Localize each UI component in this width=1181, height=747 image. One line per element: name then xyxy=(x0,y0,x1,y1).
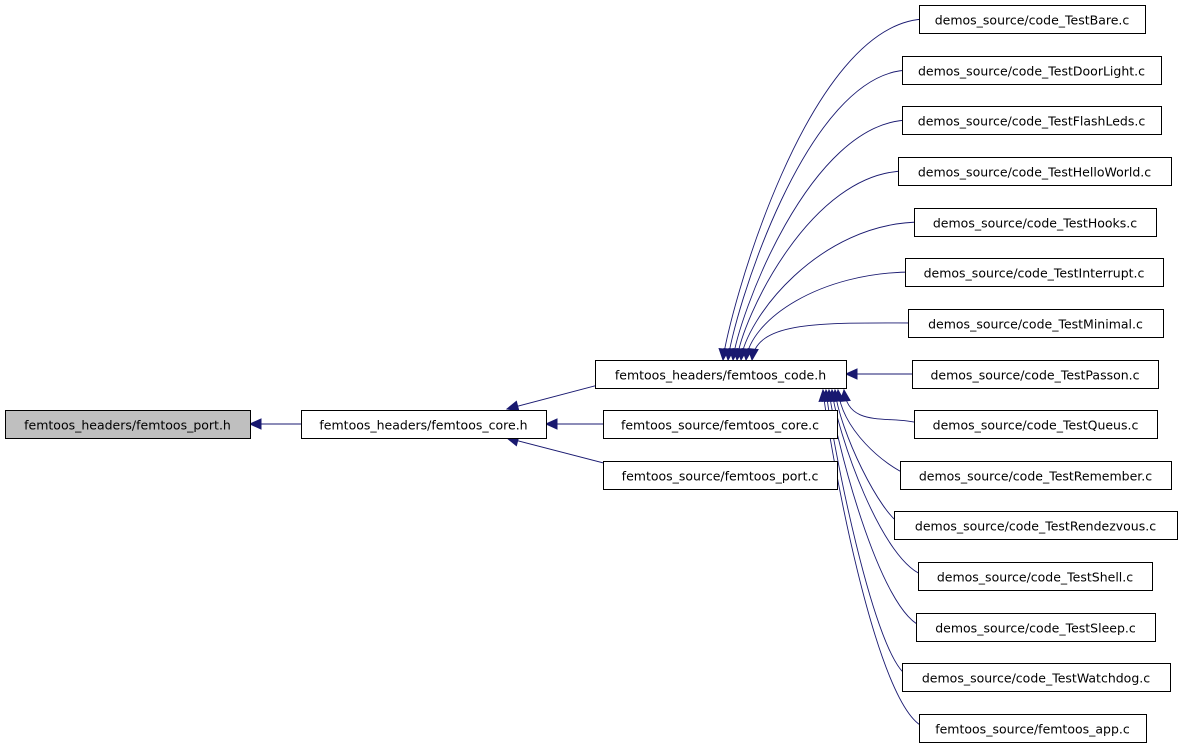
node-core_c[interactable]: femtoos_source/femtoos_core.c xyxy=(603,410,838,439)
node-core_h[interactable]: femtoos_headers/femtoos_core.h xyxy=(301,410,547,439)
node-label: demos_source/code_TestRemember.c xyxy=(919,469,1152,484)
node-label: femtoos_source/femtoos_port.c xyxy=(622,469,819,484)
node-minimal[interactable]: demos_source/code_TestMinimal.c xyxy=(908,309,1164,338)
edge-line xyxy=(837,389,909,476)
node-passon[interactable]: demos_source/code_TestPasson.c xyxy=(912,360,1159,389)
node-watchdog[interactable]: demos_source/code_TestWatchdog.c xyxy=(902,663,1171,692)
edge-line xyxy=(843,389,923,425)
node-label: demos_source/code_TestHooks.c xyxy=(933,216,1137,231)
node-label: demos_source/code_TestInterrupt.c xyxy=(924,266,1145,281)
node-label: demos_source/code_TestWatchdog.c xyxy=(922,671,1150,686)
edge-arrowhead xyxy=(544,418,558,430)
node-helloworld[interactable]: demos_source/code_TestHelloWorld.c xyxy=(898,157,1172,186)
node-box[interactable] xyxy=(918,562,1153,591)
edge-line xyxy=(740,221,923,361)
edge-core_h-to-port_h xyxy=(248,418,301,430)
node-doorlight[interactable]: demos_source/code_TestDoorLight.c xyxy=(902,56,1162,85)
node-layer: femtoos_headers/femtoos_port.h femtoos_he… xyxy=(5,5,1178,743)
node-box[interactable] xyxy=(902,106,1162,135)
node-box[interactable] xyxy=(914,410,1158,439)
node-box[interactable] xyxy=(898,157,1172,186)
edge-line xyxy=(727,69,911,361)
node-box[interactable] xyxy=(301,410,547,439)
node-label: demos_source/code_TestHelloWorld.c xyxy=(918,165,1151,180)
edge-hooks-to-code_h xyxy=(736,221,923,362)
edge-arrowhead xyxy=(248,418,262,430)
node-box[interactable] xyxy=(900,461,1172,490)
node-label: demos_source/code_TestQueus.c xyxy=(933,418,1139,433)
edge-line xyxy=(732,119,911,361)
node-code_h[interactable]: femtoos_headers/femtoos_code.h xyxy=(595,360,847,389)
node-label: femtoos_headers/femtoos_code.h xyxy=(615,368,826,383)
node-box[interactable] xyxy=(902,56,1162,85)
node-shell[interactable]: demos_source/code_TestShell.c xyxy=(918,562,1153,591)
edge-line xyxy=(831,389,927,577)
node-bare[interactable]: demos_source/code_TestBare.c xyxy=(919,5,1146,34)
node-label: demos_source/code_TestMinimal.c xyxy=(928,317,1143,332)
node-box[interactable] xyxy=(919,714,1147,743)
edge-flashleds-to-code_h xyxy=(728,119,911,362)
edge-rendezvous-to-code_h xyxy=(830,388,903,526)
node-box[interactable] xyxy=(603,461,838,490)
node-box[interactable] xyxy=(595,360,847,389)
node-sleep[interactable]: demos_source/code_TestSleep.c xyxy=(916,613,1156,642)
node-label: femtoos_source/femtoos_core.c xyxy=(621,418,819,433)
edge-arrowhead xyxy=(505,400,520,412)
node-flashleds[interactable]: demos_source/code_TestFlashLeds.c xyxy=(902,106,1162,135)
node-app_c[interactable]: femtoos_source/femtoos_app.c xyxy=(919,714,1147,743)
node-box[interactable] xyxy=(914,208,1157,237)
edge-line xyxy=(722,18,928,361)
node-label: demos_source/code_TestFlashLeds.c xyxy=(918,114,1146,129)
node-box[interactable] xyxy=(916,613,1156,642)
node-queus[interactable]: demos_source/code_TestQueus.c xyxy=(914,410,1158,439)
node-label: demos_source/code_TestBare.c xyxy=(935,13,1130,28)
edge-minimal-to-code_h xyxy=(747,322,917,362)
node-label: demos_source/code_TestShell.c xyxy=(937,570,1133,585)
node-box[interactable] xyxy=(908,309,1164,338)
edge-arrowhead xyxy=(844,368,858,380)
edge-remember-to-code_h xyxy=(833,388,909,476)
node-label: demos_source/code_TestDoorLight.c xyxy=(918,64,1145,79)
node-remember[interactable]: demos_source/code_TestRemember.c xyxy=(900,461,1172,490)
edge-arrowhead xyxy=(818,388,830,403)
edge-bare-to-code_h xyxy=(718,18,928,362)
edge-line xyxy=(745,271,914,361)
node-label: demos_source/code_TestSleep.c xyxy=(935,621,1136,636)
node-box[interactable] xyxy=(905,258,1164,287)
edge-core_c-to-core_h xyxy=(544,418,603,430)
node-box[interactable] xyxy=(894,511,1178,540)
node-port_h[interactable]: femtoos_headers/femtoos_port.h xyxy=(5,410,251,439)
node-interrupt[interactable]: demos_source/code_TestInterrupt.c xyxy=(905,258,1164,287)
node-box[interactable] xyxy=(5,410,251,439)
node-box[interactable] xyxy=(912,360,1159,389)
node-box[interactable] xyxy=(603,410,838,439)
node-port_c[interactable]: femtoos_source/femtoos_port.c xyxy=(603,461,838,490)
edge-arrowhead xyxy=(747,347,759,362)
edge-queus-to-code_h xyxy=(839,388,923,425)
edge-interrupt-to-code_h xyxy=(741,271,914,362)
node-box[interactable] xyxy=(902,663,1171,692)
node-label: demos_source/code_TestRendezvous.c xyxy=(915,519,1156,534)
edge-line xyxy=(751,322,917,361)
edge-passon-to-code_h xyxy=(844,368,912,380)
node-label: femtoos_source/femtoos_app.c xyxy=(935,722,1130,737)
node-label: femtoos_headers/femtoos_core.h xyxy=(319,418,527,433)
node-rendezvous[interactable]: demos_source/code_TestRendezvous.c xyxy=(894,511,1178,540)
node-label: demos_source/code_TestPasson.c xyxy=(930,368,1139,383)
edge-line xyxy=(736,170,907,361)
node-box[interactable] xyxy=(919,5,1146,34)
edge-line xyxy=(834,389,903,526)
node-hooks[interactable]: demos_source/code_TestHooks.c xyxy=(914,208,1157,237)
node-label: femtoos_headers/femtoos_port.h xyxy=(24,418,231,433)
